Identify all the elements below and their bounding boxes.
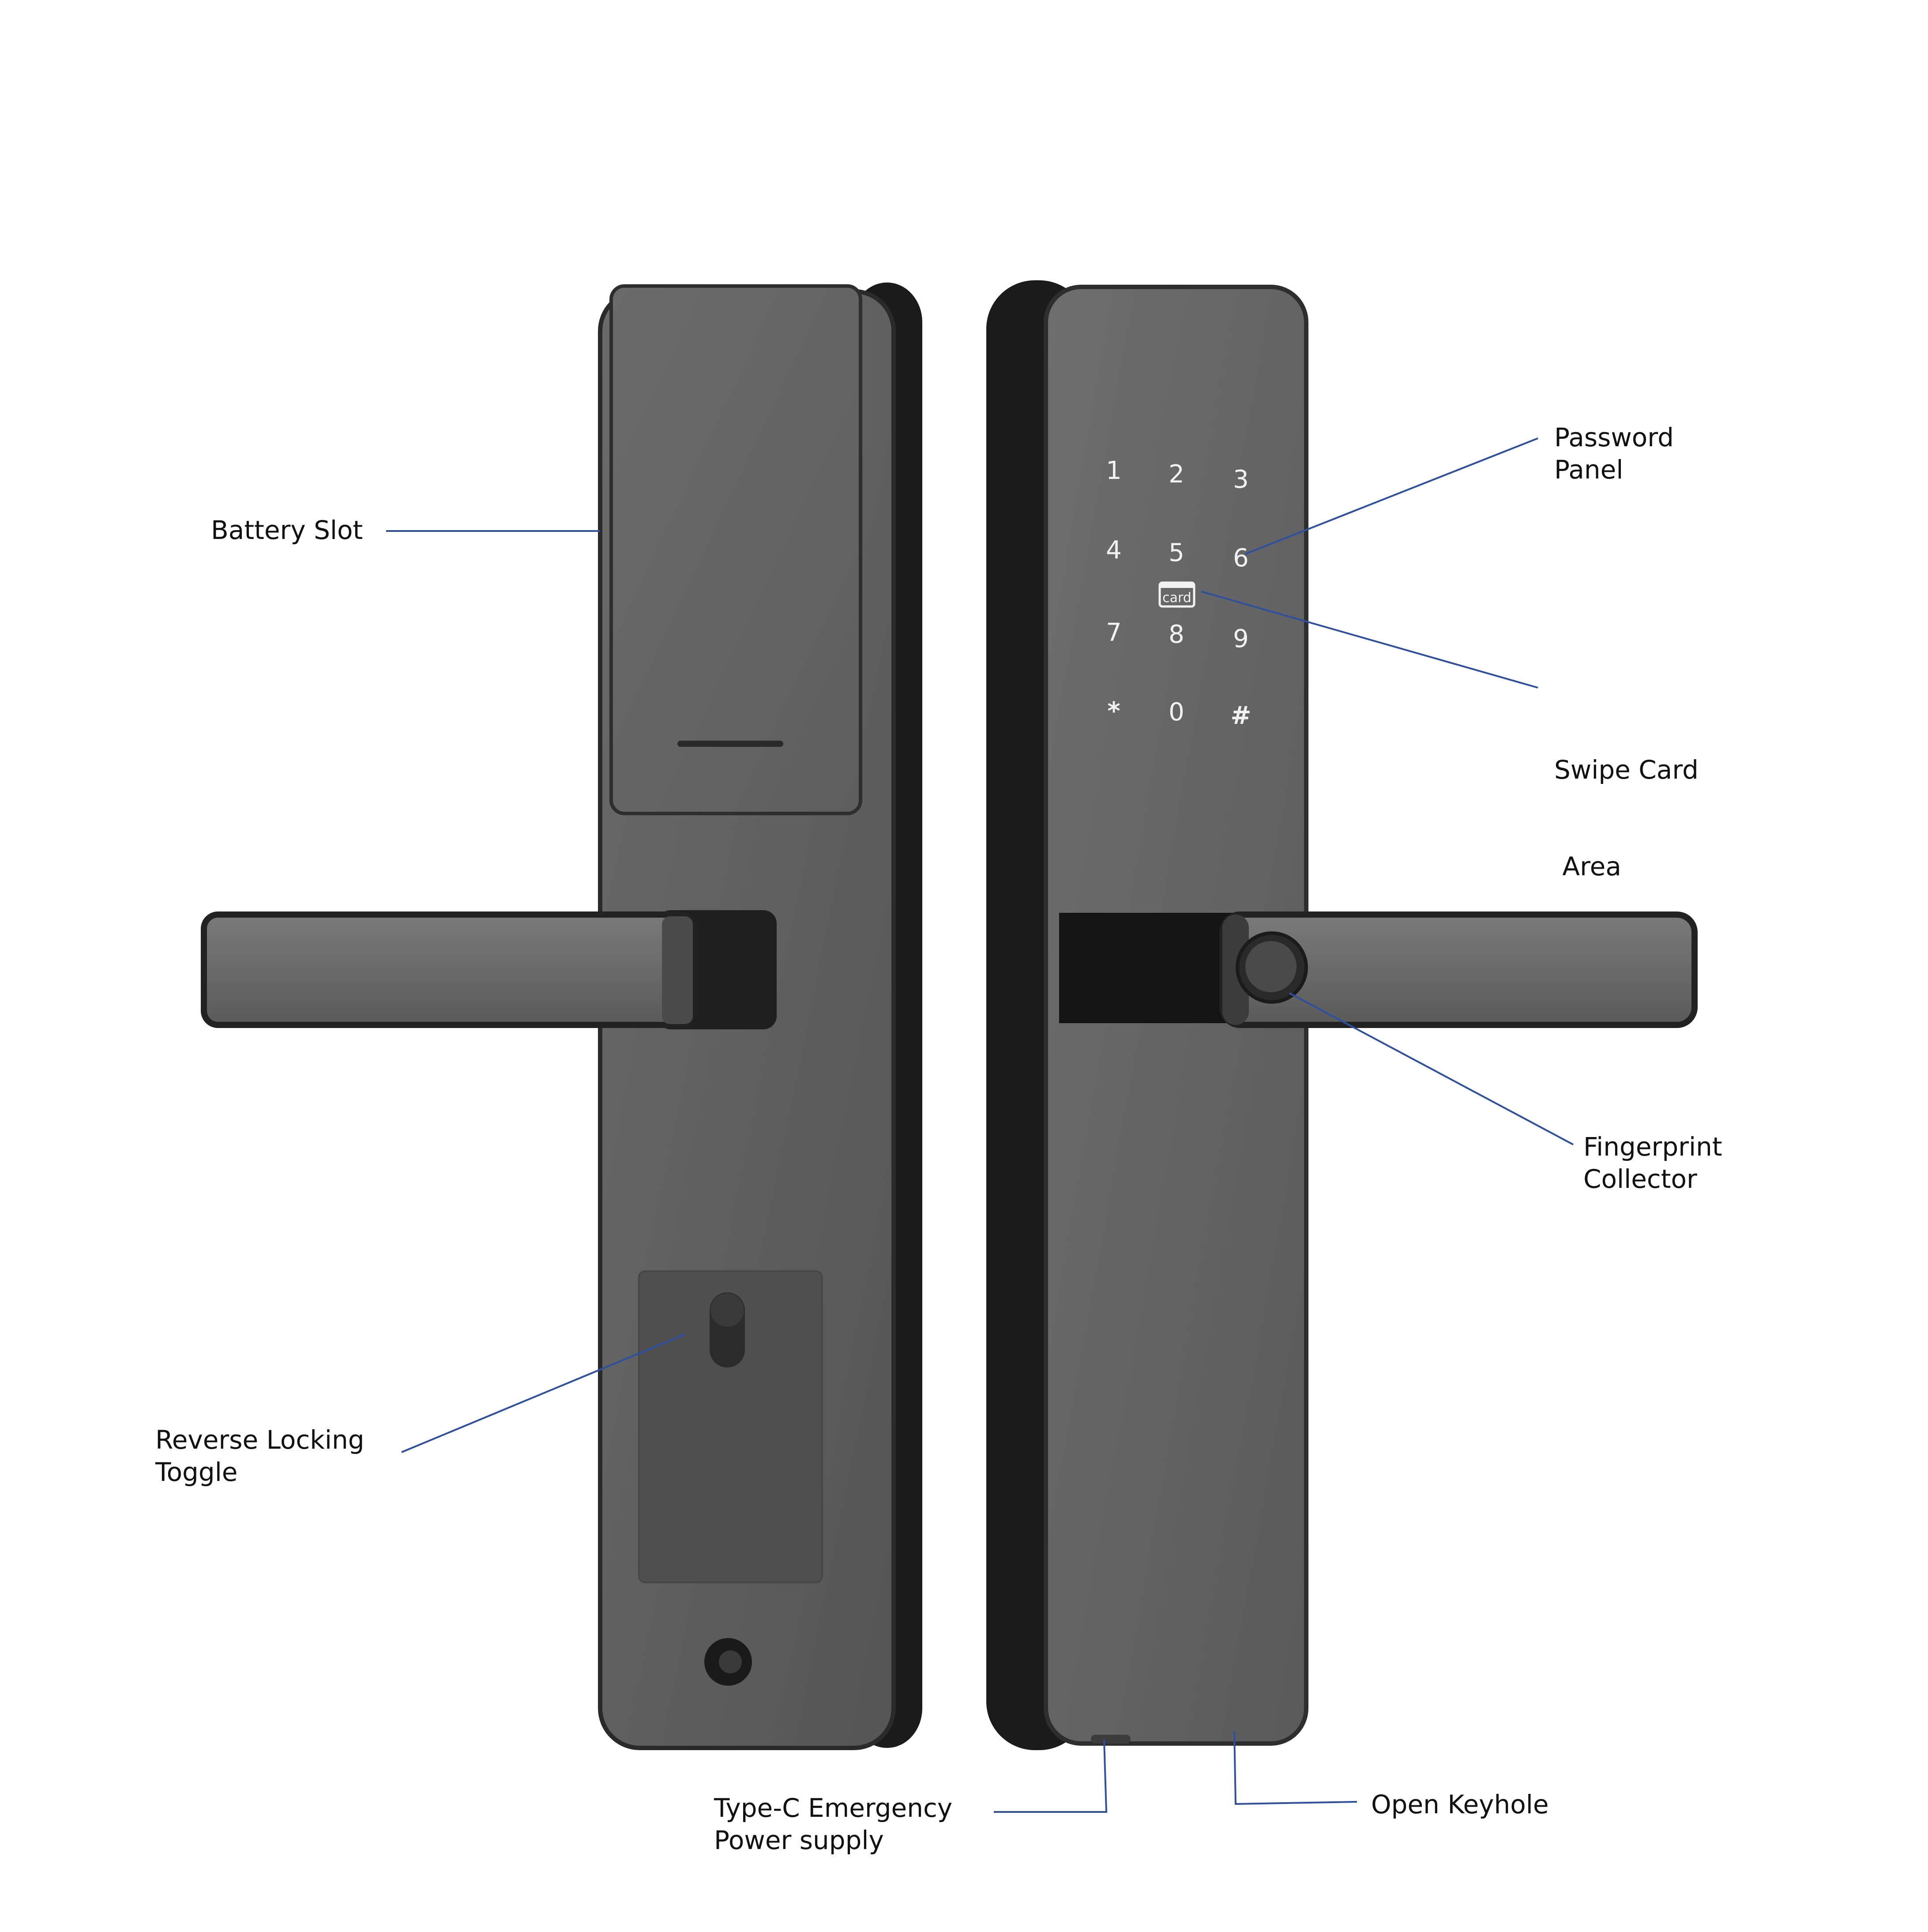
keypad-key-0[interactable]: 0 [1169, 698, 1184, 727]
leader-swipe-card [1201, 591, 1538, 689]
keypad-key-1[interactable]: 1 [1106, 456, 1122, 485]
label-line: Reverse Locking [155, 1425, 365, 1455]
leader-type-c [994, 1740, 1108, 1813]
password-panel[interactable]: 1 2 3 4 5 6 7 8 9 * 0 # [1106, 456, 1251, 730]
label-password-panel: Password Panel [1554, 422, 1674, 486]
label-reverse-locking-toggle: Reverse Locking Toggle [155, 1424, 365, 1488]
label-fingerprint-collector: Fingerprint Collector [1583, 1131, 1722, 1195]
leader-reverse-toggle [401, 1333, 685, 1453]
label-line: Area [1554, 851, 1621, 881]
label-line: Fingerprint [1583, 1132, 1722, 1162]
label-battery-slot: Battery Slot [211, 514, 363, 546]
keypad-key-3[interactable]: 3 [1233, 465, 1249, 494]
fingerprint-sensor-icon[interactable] [1236, 931, 1308, 1004]
label-line: Battery Slot [211, 515, 363, 545]
label-line: Swipe Card [1554, 755, 1699, 785]
label-line: Toggle [155, 1457, 238, 1487]
label-line: Power supply [714, 1825, 884, 1855]
keypad-key-6[interactable]: 6 [1233, 544, 1249, 572]
label-line: Type-C Emergency [714, 1793, 953, 1823]
toggle-plate [638, 1270, 823, 1583]
keypad-key-7[interactable]: 7 [1106, 618, 1122, 647]
leader-open-keyhole [1233, 1731, 1357, 1805]
usb-c-port-icon[interactable] [1091, 1735, 1131, 1744]
label-line: Password [1554, 422, 1674, 452]
battery-cover-grip[interactable] [677, 741, 783, 747]
keypad-key-hash[interactable]: # [1231, 701, 1252, 730]
battery-slot-cover[interactable] [609, 284, 862, 815]
front-handle[interactable] [1059, 911, 1698, 1028]
keypad-key-9[interactable]: 9 [1233, 625, 1249, 653]
front-panel: 1 2 3 4 5 6 7 8 9 * 0 # card [986, 280, 1698, 1750]
keyhole-icon[interactable] [704, 1638, 752, 1686]
back-panel [201, 282, 922, 1750]
keypad-key-8[interactable]: 8 [1169, 620, 1184, 649]
back-handle[interactable] [201, 910, 777, 1029]
label-line: Collector [1583, 1164, 1697, 1194]
keypad-key-5[interactable]: 5 [1169, 539, 1184, 567]
keypad-key-star[interactable]: * [1107, 697, 1120, 726]
keypad-key-4[interactable]: 4 [1106, 536, 1122, 565]
label-open-keyhole: Open Keyhole [1371, 1789, 1549, 1821]
reverse-locking-toggle[interactable] [710, 1292, 745, 1367]
leader-fingerprint [1289, 992, 1574, 1145]
card-label: card [1162, 590, 1191, 606]
keypad-key-2[interactable]: 2 [1169, 460, 1184, 489]
label-line: Panel [1554, 455, 1624, 485]
swipe-card-area[interactable]: card [1158, 581, 1195, 608]
label-line: Open Keyhole [1371, 1789, 1549, 1819]
leader-lines [386, 437, 1574, 1813]
leader-password-panel [1245, 437, 1538, 555]
label-swipe-card-area: Swipe Card Area [1554, 689, 1699, 947]
label-type-c-power: Type-C Emergency Power supply [714, 1792, 952, 1857]
